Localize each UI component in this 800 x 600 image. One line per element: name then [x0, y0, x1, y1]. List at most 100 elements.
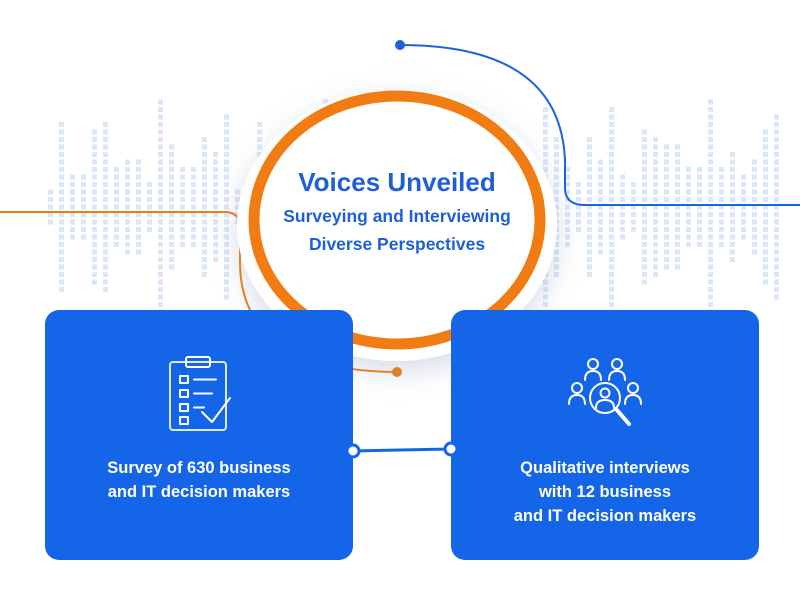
wave-cell: [686, 197, 691, 202]
wave-cell: [565, 234, 570, 240]
wave-cell: [752, 189, 757, 195]
wave-cell: [224, 174, 229, 180]
wave-cell: [202, 264, 207, 270]
wave-cell: [653, 212, 658, 217]
interviews-card: Qualitative interviews with 12 business …: [451, 310, 759, 560]
wave-cell: [169, 227, 174, 232]
wave-cell: [213, 182, 218, 187]
wave-cell: [158, 99, 163, 105]
wave-cell: [180, 204, 185, 210]
wave-cell: [763, 264, 768, 270]
wave-cell: [752, 159, 757, 165]
wave-cell: [191, 219, 196, 225]
wave-cell: [70, 189, 75, 195]
wave-cell: [609, 129, 614, 135]
wave-cell: [697, 234, 702, 240]
wave-cell: [70, 234, 75, 240]
wave-cell: [59, 197, 64, 202]
wave-cell: [136, 189, 141, 195]
wave-cell: [686, 182, 691, 187]
wave-cell: [114, 219, 119, 225]
wave-cell: [620, 197, 625, 202]
wave-cell: [708, 249, 713, 255]
wave-cell: [620, 219, 625, 225]
wave-cell: [59, 242, 64, 247]
wave-cell: [92, 279, 97, 285]
wave-cell: [136, 234, 141, 240]
wave-cell: [653, 234, 658, 240]
wave-cell: [92, 137, 97, 142]
wave-cell: [213, 197, 218, 202]
wave-cell: [609, 294, 614, 300]
wave-cell: [125, 212, 130, 217]
wave-cell: [202, 234, 207, 240]
wave-cell: [752, 219, 757, 225]
wave-cell: [81, 174, 86, 180]
wave-cell: [114, 242, 119, 247]
wave-cell: [224, 242, 229, 247]
wave-cell: [554, 167, 559, 172]
wave-cell: [664, 167, 669, 172]
wave-cell: [664, 264, 669, 270]
wave-cell: [675, 204, 680, 210]
wave-cell: [224, 197, 229, 202]
wave-cell: [92, 234, 97, 240]
wave-cell: [609, 114, 614, 120]
wave-cell: [741, 219, 746, 225]
wave-cell: [774, 234, 779, 240]
wave-cell: [114, 212, 119, 217]
wave-cell: [587, 227, 592, 232]
wave-cell: [620, 189, 625, 195]
wave-cell: [70, 204, 75, 210]
wave-cell: [774, 167, 779, 172]
wave-cell: [202, 212, 207, 217]
wave-cell: [224, 272, 229, 277]
wave-cell: [158, 137, 163, 142]
wave-cell: [697, 167, 702, 172]
wave-cell: [554, 249, 559, 255]
wave-cell: [620, 212, 625, 217]
wave-cell: [565, 189, 570, 195]
wave-cell: [774, 129, 779, 135]
wave-cell: [213, 227, 218, 232]
wave-cell: [763, 227, 768, 232]
wave-cell: [136, 219, 141, 225]
wave-cell: [257, 144, 262, 150]
wave-cell: [609, 122, 614, 127]
wave-cell: [103, 152, 108, 157]
wave-cell: [730, 242, 735, 247]
wave-cell: [213, 174, 218, 180]
wave-cell: [609, 242, 614, 247]
wave-cell: [543, 122, 548, 127]
wave-cell: [543, 129, 548, 135]
wave-cell: [158, 114, 163, 120]
wave-cell: [92, 197, 97, 202]
wave-cell: [92, 249, 97, 255]
wave-cell: [730, 212, 735, 217]
wave-cell: [554, 272, 559, 277]
wave-cell: [554, 242, 559, 247]
wave-cell: [587, 159, 592, 165]
wave-cell: [675, 167, 680, 172]
wave-cell: [708, 144, 713, 150]
wave-cell: [774, 279, 779, 285]
wave-cell: [774, 219, 779, 225]
wave-cell: [719, 167, 724, 172]
wave-cell: [763, 129, 768, 135]
wave-cell: [565, 242, 570, 247]
wave-cell: [169, 152, 174, 157]
wave-cell: [664, 212, 669, 217]
wave-cell: [653, 219, 658, 225]
wave-cell: [763, 234, 768, 240]
wave-cell: [543, 287, 548, 292]
wave-cell: [158, 287, 163, 292]
wave-cell: [774, 189, 779, 195]
wave-cell: [191, 197, 196, 202]
wave-cell: [543, 114, 548, 120]
wave-cell: [587, 234, 592, 240]
wave-cell: [202, 182, 207, 187]
wave-cell: [103, 219, 108, 225]
wave-cell: [169, 249, 174, 255]
wave-cell: [224, 287, 229, 292]
wave-cell: [774, 182, 779, 187]
